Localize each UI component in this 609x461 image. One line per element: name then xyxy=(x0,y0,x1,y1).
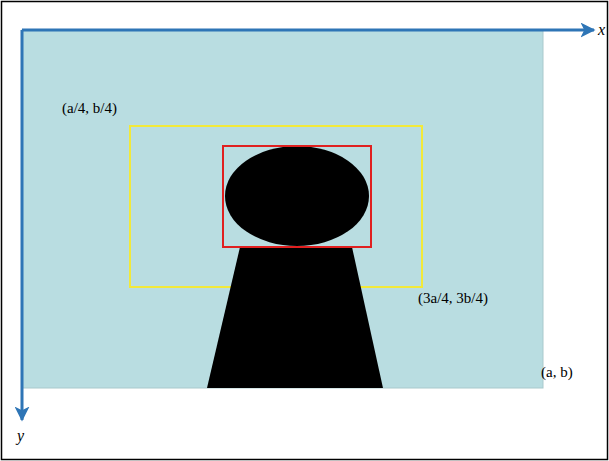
coordinate-label: (3a/4, 3b/4) xyxy=(418,291,488,306)
coordinate-label: (a, b) xyxy=(541,365,573,380)
axis-label: x xyxy=(598,22,605,38)
coordinate-label: (a/4, b/4) xyxy=(62,101,117,116)
axis-label: y xyxy=(17,428,24,444)
x-axis xyxy=(22,29,594,32)
y-axis xyxy=(21,30,24,420)
body-trapezoid xyxy=(207,247,383,388)
image-area xyxy=(22,30,543,388)
head-box xyxy=(223,146,371,247)
head-ellipse xyxy=(225,146,369,246)
